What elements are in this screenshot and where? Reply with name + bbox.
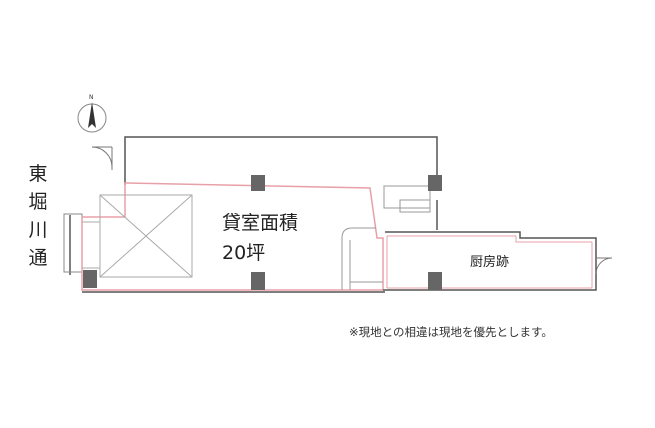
north-arrow-icon bbox=[77, 102, 107, 133]
column bbox=[428, 272, 442, 290]
entrance-door-icon bbox=[91, 146, 113, 170]
column bbox=[251, 272, 265, 290]
area-name-label: 貸室面積 bbox=[222, 212, 299, 234]
north-label: N bbox=[89, 94, 94, 101]
kitchen-room bbox=[383, 231, 597, 291]
kitchen-label: 厨房跡 bbox=[470, 255, 510, 270]
disclaimer-note: ※現地との相違は現地を優先とします。 bbox=[349, 325, 553, 339]
lease-boundary bbox=[81, 182, 384, 291]
column bbox=[428, 175, 442, 191]
stair-void bbox=[82, 194, 193, 278]
column bbox=[251, 175, 265, 191]
partition bbox=[341, 227, 383, 290]
area-size-label: 20坪 bbox=[222, 242, 266, 264]
fixture bbox=[383, 185, 431, 213]
street-name-label: 東堀川通 bbox=[28, 163, 48, 269]
columns bbox=[83, 175, 442, 290]
kitchen-door-icon bbox=[595, 257, 613, 275]
building-outline bbox=[69, 136, 438, 275]
street-entrance-wall bbox=[63, 213, 83, 273]
column bbox=[83, 270, 97, 288]
